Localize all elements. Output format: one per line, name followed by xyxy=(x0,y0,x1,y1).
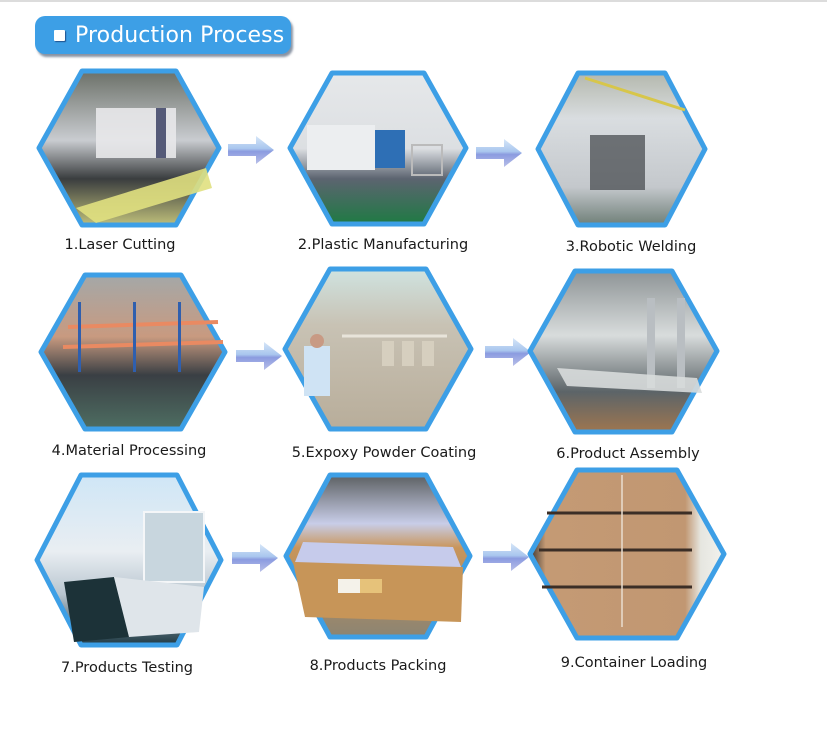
robotic-welding-photo xyxy=(535,70,708,228)
arrow-right-icon xyxy=(485,338,531,366)
powder-coating-photo xyxy=(282,266,474,432)
step-2-hexagon-image xyxy=(287,70,469,227)
step-1-label: 1.Laser Cutting xyxy=(64,237,176,253)
step-4-hexagon-image xyxy=(38,272,228,432)
arrow-right-icon xyxy=(228,136,274,164)
step-1-hexagon-image xyxy=(36,68,222,228)
step-9-label: 9.Container Loading xyxy=(560,655,708,671)
material-processing-photo xyxy=(38,272,228,432)
products-testing-photo xyxy=(34,472,224,648)
arrow-right-icon xyxy=(483,543,529,571)
top-divider xyxy=(0,0,827,2)
product-assembly-photo xyxy=(527,268,720,435)
step-5-hexagon-image xyxy=(282,266,474,432)
step-6-hexagon-image xyxy=(527,268,720,435)
step-3-label: 3.Robotic Welding xyxy=(565,239,697,255)
step-7-hexagon-image xyxy=(34,472,224,648)
plastic-manufacturing-photo xyxy=(287,70,469,227)
step-6-label: 6.Product Assembly xyxy=(556,446,700,462)
container-loading-photo xyxy=(527,467,727,641)
arrow-right-icon xyxy=(236,342,282,370)
step-7-label: 7.Products Testing xyxy=(60,660,194,676)
section-title-banner: Production Process xyxy=(35,16,291,54)
step-8-hexagon-image xyxy=(283,472,473,640)
step-8-label: 8.Products Packing xyxy=(309,658,447,674)
section-title: Production Process xyxy=(75,22,285,48)
step-5-label: 5.Expoxy Powder Coating xyxy=(291,445,477,461)
arrow-right-icon xyxy=(476,139,522,167)
step-2-label: 2.Plastic Manufacturing xyxy=(297,237,469,253)
step-3-hexagon-image xyxy=(535,70,708,228)
square-bullet-icon xyxy=(54,29,65,41)
products-packing-photo xyxy=(283,472,473,640)
laser-cutting-photo xyxy=(36,68,222,228)
arrow-right-icon xyxy=(232,544,278,572)
step-9-hexagon-image xyxy=(527,467,727,641)
step-4-label: 4.Material Processing xyxy=(51,443,207,459)
